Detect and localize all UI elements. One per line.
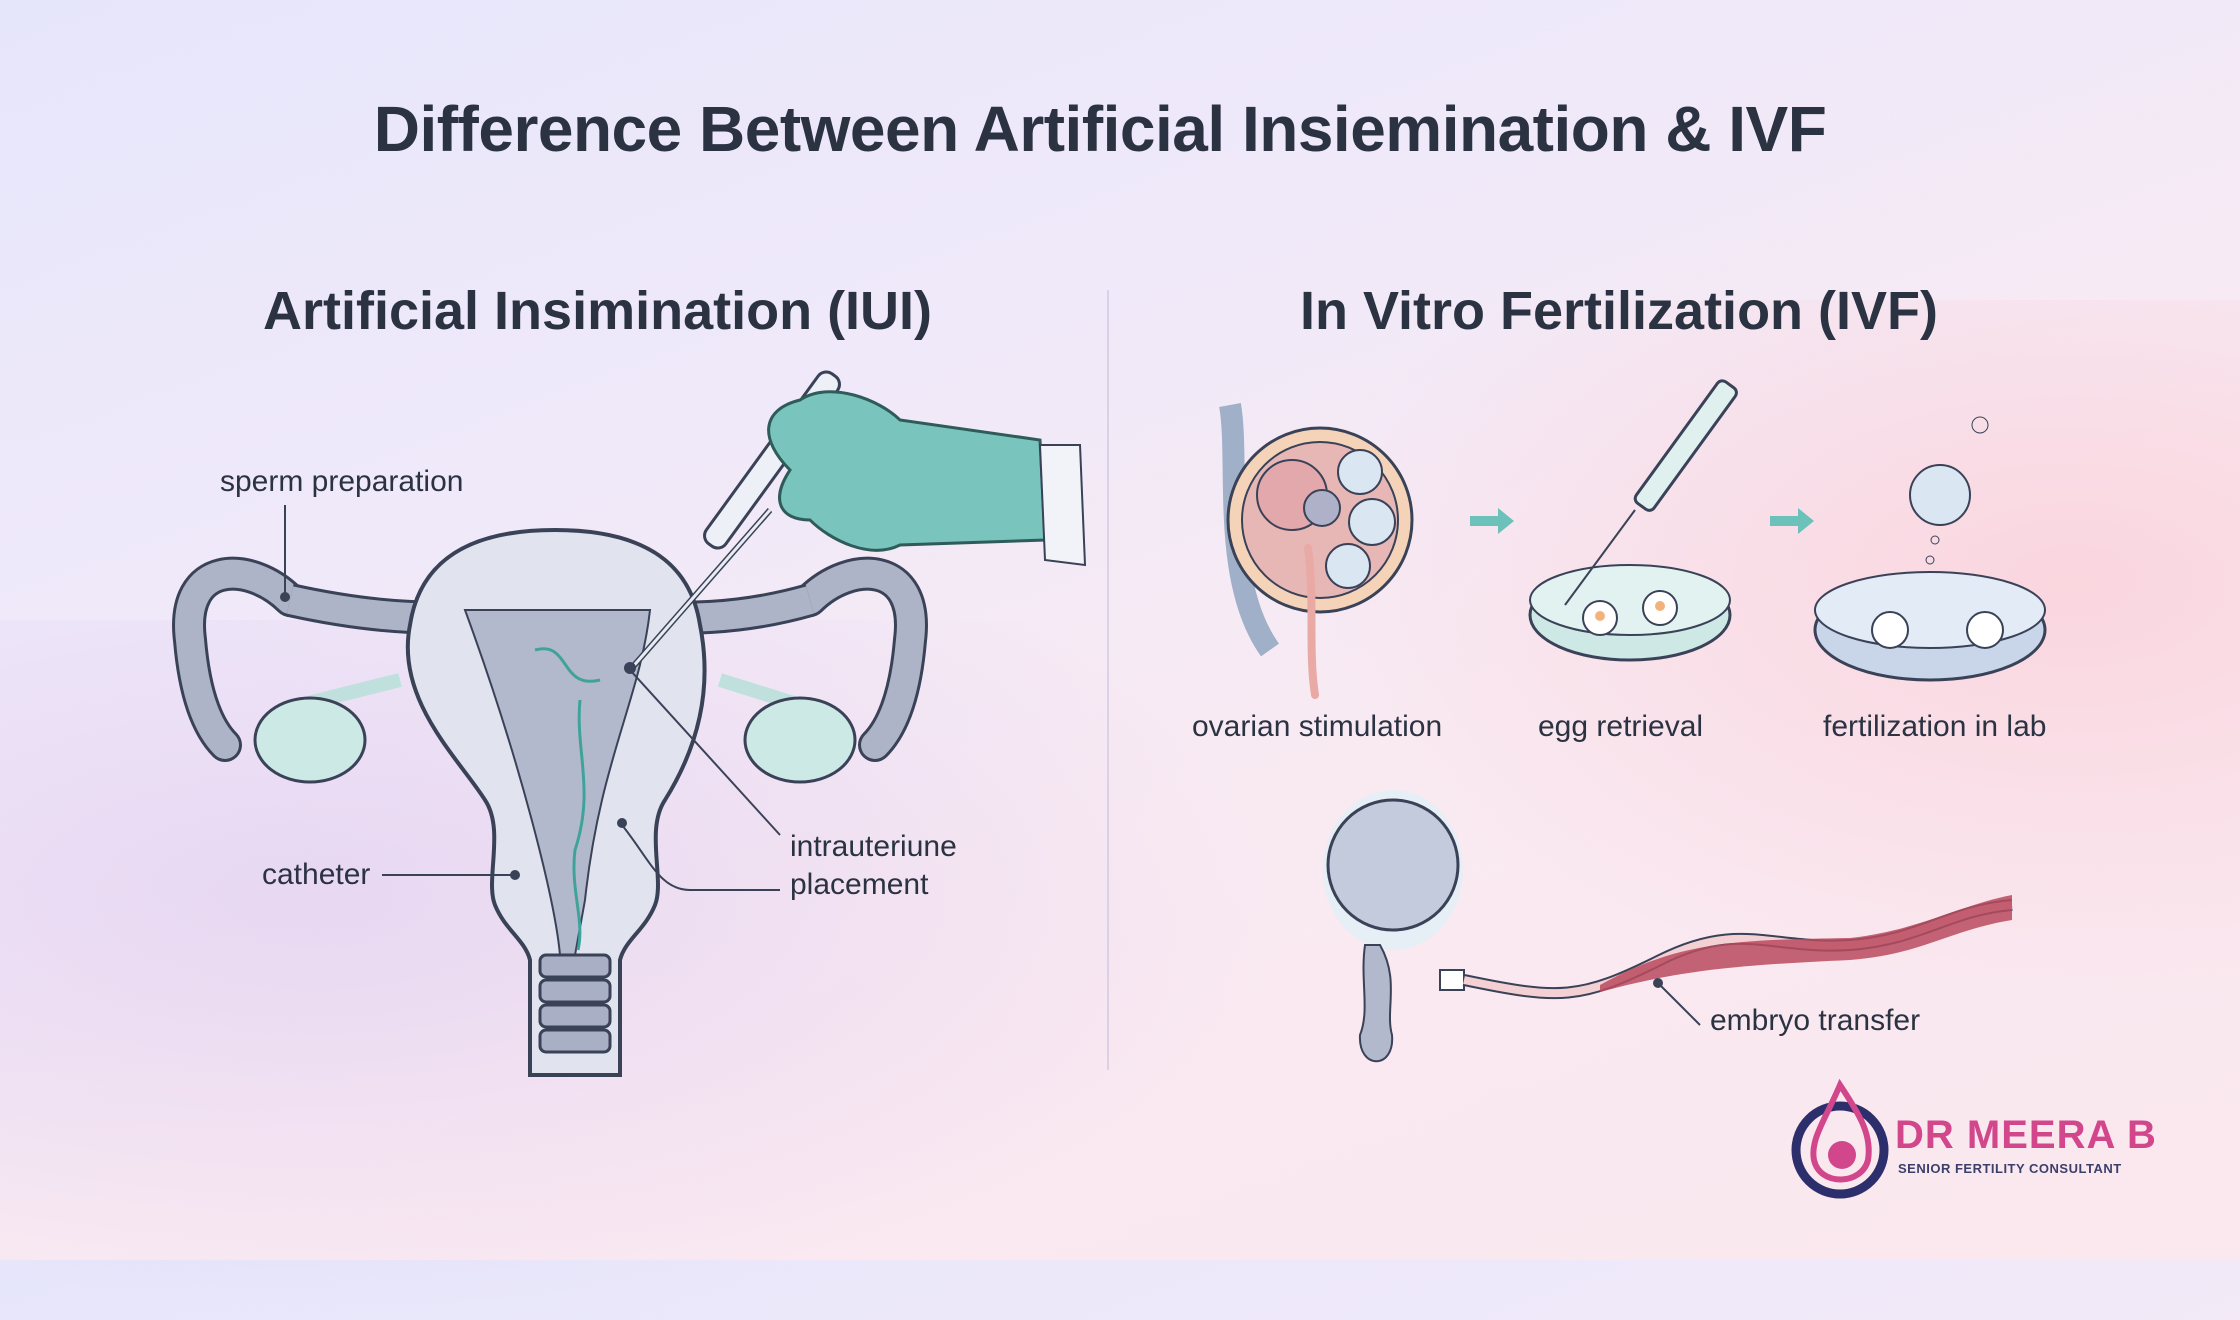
label-placement: placement [790, 868, 929, 901]
embryo-logo-icon [1791, 1078, 1889, 1199]
step-label-fertilization: fertilization in lab [1823, 710, 2047, 743]
step-label-ovarian-stimulation: ovarian stimulation [1192, 710, 1443, 743]
logo-subtitle: SENIOR FERTILITY CONSULTANT [1898, 1161, 2122, 1176]
page-title: Difference Between Artificial Insieminat… [373, 93, 1827, 165]
brand-logo: DR MEERA B SENIOR FERTILITY CONSULTANT [1790, 1075, 2170, 1205]
fertilization-illustration [1813, 416, 2047, 682]
label-sperm-preparation: sperm preparation [220, 465, 464, 498]
ivf-heading: In Vitro Fertilization (IVF) [1300, 281, 1939, 341]
uterus-illustration [172, 370, 1087, 1077]
iui-heading: Artificial Insimination (IUI) [263, 281, 933, 341]
egg-retrieval-illustration [1528, 379, 1738, 662]
label-catheter: catheter [262, 858, 371, 891]
logo-name: DR MEERA B [1895, 1113, 2157, 1157]
ovary-illustration [1219, 403, 1414, 699]
label-embryo-transfer: embryo transfer [1710, 1004, 1921, 1037]
arrow-icon-2 [1770, 508, 1814, 534]
arrow-icon-1 [1470, 508, 1514, 534]
label-intrauterine: intrauteriune [790, 830, 957, 863]
section-divider [1107, 290, 1109, 1070]
step-label-egg-retrieval: egg retrieval [1538, 710, 1704, 743]
embryo-transfer-illustration [1323, 790, 2013, 1063]
